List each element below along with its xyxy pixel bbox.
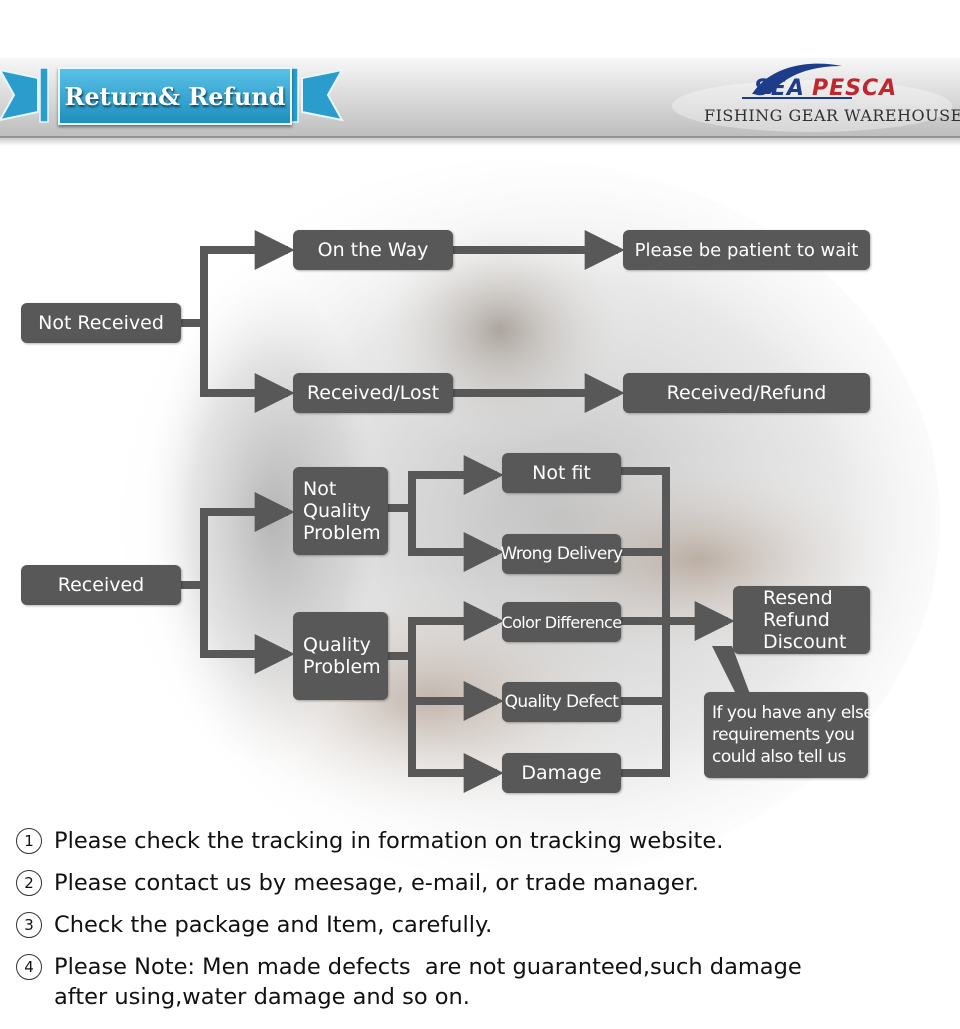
not-quality-line-3: Problem <box>303 522 381 544</box>
box-damage: Damage <box>502 753 621 793</box>
box-patient-label: Please be patient to wait <box>634 239 859 261</box>
list-item: 4 Please Note: Men made defects are not … <box>16 952 956 1012</box>
box-color-difference: Color Difference <box>501 602 623 642</box>
note-callout-pointer <box>712 646 750 694</box>
note-text: Check the package and Item, carefully. <box>54 912 493 938</box>
box-quality-defect: Quality Defect <box>502 682 621 722</box>
box-quality-defect-label: Quality Defect <box>504 692 619 712</box>
notes-list: 1 Please check the tracking in formation… <box>16 826 956 1024</box>
not-quality-line-2: Quality <box>303 500 371 522</box>
section-title-box: Return& Refund <box>58 67 292 125</box>
box-color-difference-label: Color Difference <box>501 612 623 632</box>
quality-problem-line-1: Quality <box>303 634 371 656</box>
box-outcome: Resend Refund Discount <box>733 586 870 654</box>
list-item: 2 Please contact us by meesage, e-mail, … <box>16 868 956 898</box>
brand-logo: SEA PESCA FISHING GEAR WAREHOUSE <box>672 60 960 134</box>
box-on-the-way-label: On the Way <box>317 239 429 261</box>
box-damage-label: Damage <box>521 762 602 784</box>
box-on-the-way: On the Way <box>293 230 453 270</box>
box-not-fit-label: Not fit <box>532 462 591 484</box>
outcome-line-2: Refund <box>763 609 830 631</box>
not-quality-line-1: Not <box>303 478 337 500</box>
note-text: Please contact us by meesage, e-mail, or… <box>54 870 699 896</box>
note-line-1: If you have any else <box>712 703 874 723</box>
number-circle-icon: 2 <box>16 870 42 896</box>
outcome-line-3: Discount <box>763 631 847 653</box>
box-not-fit: Not fit <box>502 453 621 493</box>
box-quality-problem: Quality Problem <box>293 612 388 700</box>
list-item: 1 Please check the tracking in formation… <box>16 826 956 856</box>
ribbon-decoration <box>0 67 344 123</box>
note-line-2: requirements you <box>712 725 855 745</box>
logo-oval <box>672 80 952 132</box>
box-received-refund: Received/Refund <box>623 373 870 413</box>
logo-sea-text: SEA <box>754 76 805 101</box>
outcome-line-1: Resend <box>763 587 833 609</box>
box-received-label: Received <box>57 574 145 596</box>
box-not-received: Not Received <box>21 303 181 343</box>
box-wrong-delivery-label: Wrong Delivery <box>500 544 623 564</box>
box-not-received-label: Not Received <box>38 312 164 334</box>
number-circle-icon: 4 <box>16 954 42 980</box>
box-patient: Please be patient to wait <box>623 230 870 270</box>
box-received-lost-label: Received/Lost <box>306 382 440 404</box>
note-text: Please Note: Men made defects are not gu… <box>54 954 802 1010</box>
logo-pesca-text: PESCA <box>812 76 898 101</box>
section-title: Return& Refund <box>64 81 286 111</box>
number-circle-icon: 3 <box>16 912 42 938</box>
quality-problem-line-2: Problem <box>303 656 381 678</box>
note-callout: If you have any else requirements you co… <box>704 692 874 778</box>
banner-shadow <box>0 136 960 146</box>
note-line-3: could also tell us <box>712 747 846 767</box>
box-received-refund-label: Received/Refund <box>666 382 827 404</box>
list-item: 3 Check the package and Item, carefully. <box>16 910 956 940</box>
box-received-lost: Received/Lost <box>293 373 453 413</box>
logo-subtitle: FISHING GEAR WAREHOUSE <box>704 106 960 125</box>
box-received: Received <box>21 565 181 605</box>
logo-swoosh-icon <box>742 63 852 99</box>
box-wrong-delivery: Wrong Delivery <box>500 534 623 574</box>
box-not-quality-problem: Not Quality Problem <box>293 467 388 555</box>
note-text: Please check the tracking in formation o… <box>54 828 724 854</box>
number-circle-icon: 1 <box>16 828 42 854</box>
